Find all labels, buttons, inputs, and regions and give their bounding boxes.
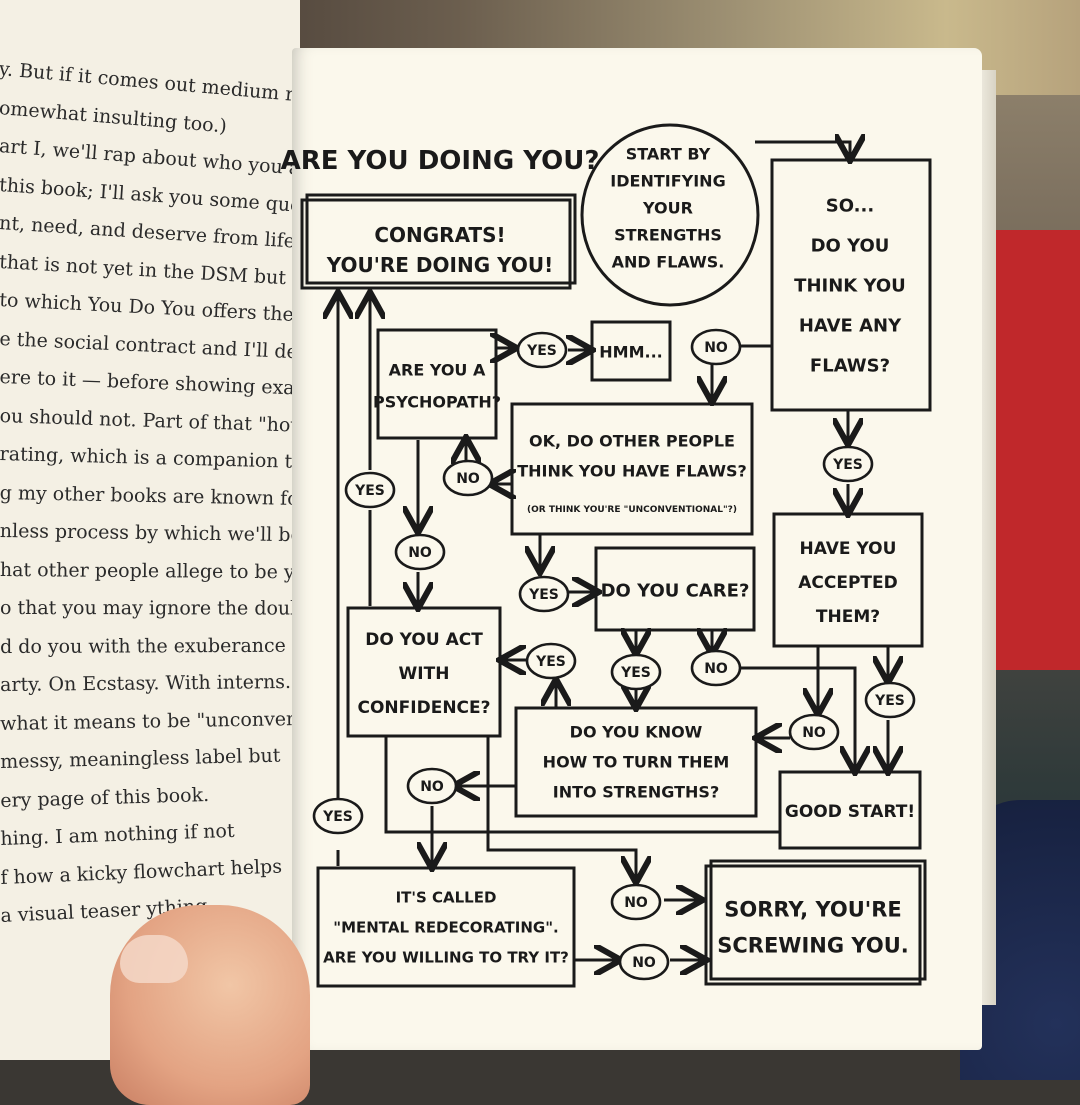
hmm-box bbox=[590, 320, 672, 382]
chart-title: ARE YOU DOING YOU? bbox=[281, 146, 600, 176]
yes-label: YES bbox=[832, 457, 863, 473]
yes-bubble bbox=[822, 445, 874, 483]
red-book-cover bbox=[985, 230, 1080, 670]
yes-bubble bbox=[312, 797, 364, 835]
yes-label: YES bbox=[322, 809, 353, 825]
no-bubble bbox=[406, 767, 458, 805]
yes-bubble bbox=[610, 653, 662, 691]
sorry-box-shadow bbox=[709, 859, 927, 981]
no-bubble bbox=[690, 649, 742, 687]
yes-bubble bbox=[518, 575, 570, 613]
congrats-box-shadow bbox=[305, 193, 577, 285]
accepted-box bbox=[772, 512, 924, 648]
no-label: NO bbox=[420, 779, 444, 795]
no-label: NO bbox=[456, 471, 480, 487]
confidence-box bbox=[346, 606, 502, 738]
congrats-text: CONGRATS!YOU'RE DOING YOU! bbox=[326, 223, 553, 277]
sorry-box bbox=[704, 864, 922, 986]
do-you-care-box bbox=[594, 546, 756, 632]
no-label: NO bbox=[632, 955, 656, 971]
do-you-care-text: DO YOU CARE? bbox=[601, 580, 750, 601]
yes-label: YES bbox=[528, 587, 559, 603]
left-book-page: y. But if it comes out medium rare, yoom… bbox=[0, 0, 300, 1060]
yes-bubble bbox=[516, 331, 568, 369]
no-label: NO bbox=[408, 545, 432, 561]
thumbnail-nail bbox=[120, 935, 188, 983]
yes-bubble bbox=[864, 681, 916, 719]
flow-arrow bbox=[740, 666, 855, 770]
yes-label: YES bbox=[354, 483, 385, 499]
good-start-box bbox=[778, 770, 922, 850]
congrats-box bbox=[300, 198, 572, 290]
others-think-note: (OR THINK YOU'RE "UNCONVENTIONAL"?) bbox=[527, 505, 737, 515]
flow-arrow bbox=[486, 736, 636, 880]
yes-label: YES bbox=[535, 654, 566, 670]
no-bubble bbox=[442, 459, 494, 497]
hmm-text: HMM... bbox=[599, 343, 662, 362]
any-flaws-box bbox=[770, 158, 932, 412]
thumb bbox=[110, 905, 310, 1105]
yes-bubble bbox=[344, 471, 396, 509]
mental-box bbox=[316, 866, 576, 988]
psychopath-box bbox=[376, 328, 498, 440]
no-bubble bbox=[788, 713, 840, 751]
others-think-box bbox=[510, 402, 754, 536]
start-circle bbox=[580, 123, 760, 307]
flow-arrow bbox=[755, 142, 850, 158]
no-bubble bbox=[394, 533, 446, 571]
no-bubble bbox=[618, 943, 670, 981]
yes-label: YES bbox=[620, 665, 651, 681]
flow-arrow bbox=[384, 736, 780, 834]
no-label: NO bbox=[704, 340, 728, 356]
no-label: NO bbox=[802, 725, 826, 741]
yes-label: YES bbox=[874, 693, 905, 709]
yes-bubble bbox=[525, 642, 577, 680]
no-bubble bbox=[610, 883, 662, 921]
mental-text: IT'S CALLED"MENTAL REDECORATING".ARE YOU… bbox=[323, 888, 569, 966]
yes-label: YES bbox=[526, 343, 557, 359]
strengths-box bbox=[514, 706, 758, 818]
no-bubble bbox=[690, 328, 742, 366]
no-label: NO bbox=[624, 895, 648, 911]
no-label: NO bbox=[704, 661, 728, 677]
good-start-text: GOOD START! bbox=[785, 802, 915, 822]
